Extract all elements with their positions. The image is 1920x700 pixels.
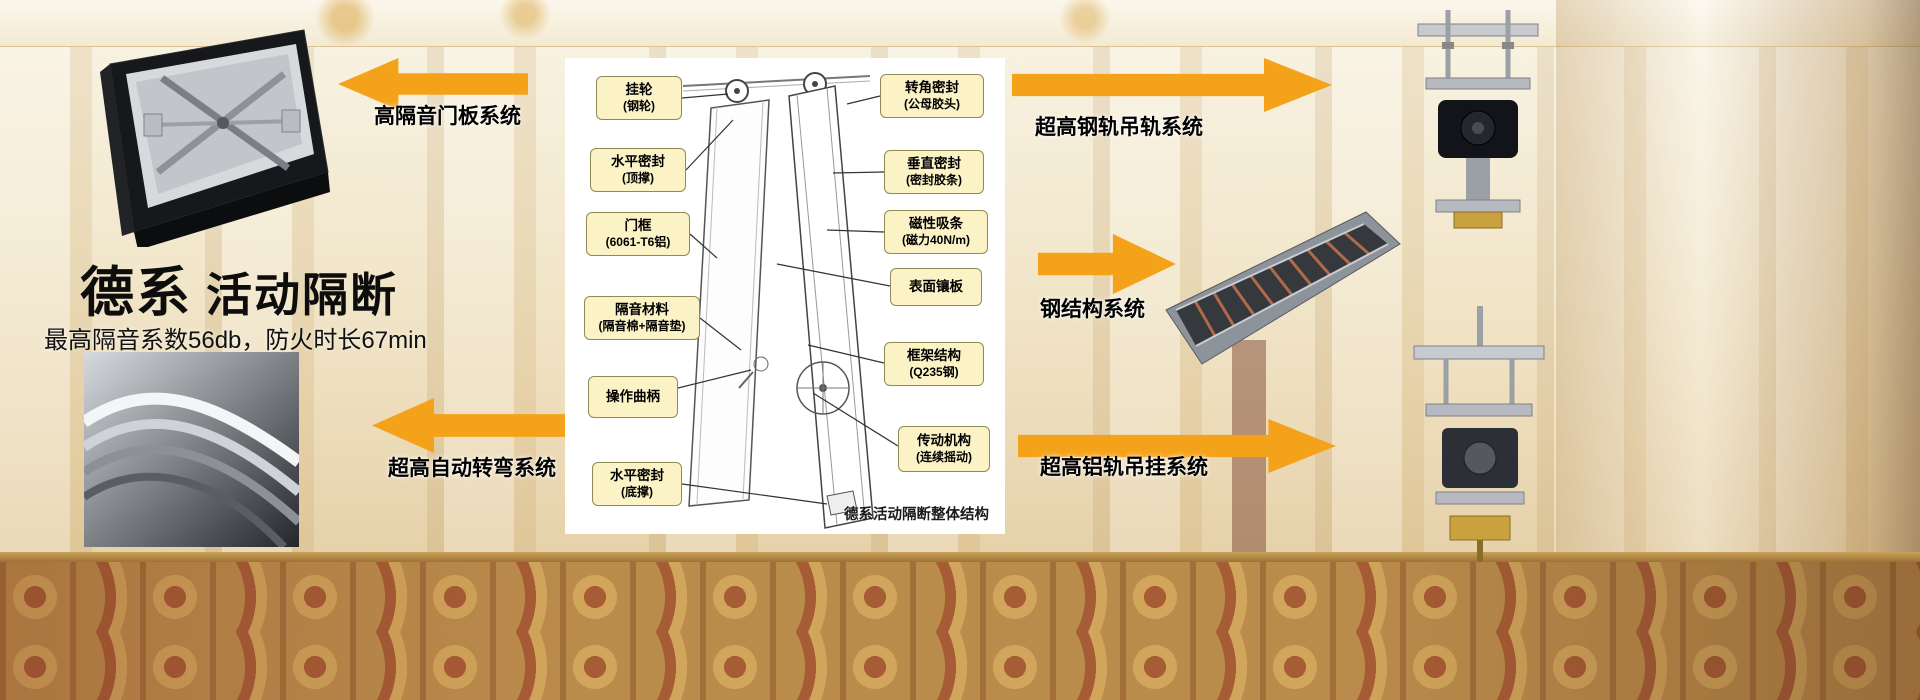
callout-text-line1: 磁性吸条 [909, 216, 963, 232]
patterned-carpet [0, 562, 1920, 700]
right-wall-column [1556, 0, 1920, 562]
arrow-steel-rail-system [1012, 58, 1332, 112]
label-steel-structure-system: 钢结构系统 [1040, 298, 1145, 321]
callout-door-frame: 门框 (6061-T6铝) [586, 212, 690, 256]
callout-text-line2: (隔音棉+隔音垫) [598, 318, 686, 333]
photo-steel-structure [1160, 192, 1405, 377]
callout-text-line2: (公母胶头) [904, 96, 960, 111]
photo-steel-rail-hanger [1390, 8, 1565, 236]
callout-text-line1: 框架结构 [907, 348, 961, 364]
product-title: 德系活动隔断 [80, 248, 398, 327]
callout-transmission-mechanism: 传动机构 (连续摇动) [898, 426, 990, 472]
callout-text-line1: 传动机构 [917, 433, 971, 449]
partition-structure-drawing [677, 72, 899, 529]
callout-text-line2: (磁力40N/m) [901, 232, 970, 247]
callout-text-line2: (密封胶条) [906, 172, 962, 187]
callout-text-line1: 挂轮 [625, 82, 653, 98]
callout-frame-structure: 框架结构 (Q235钢) [884, 342, 984, 386]
callout-hanging-wheel: 挂轮 (钢轮) [596, 76, 682, 120]
callout-text-line1: 垂直密封 [907, 156, 961, 172]
arrow-auto-turning-system [372, 398, 567, 453]
callout-text-line2: (钢轮) [623, 98, 655, 113]
callout-horizontal-seal-top: 水平密封 (顶撑) [590, 148, 686, 192]
label-soundproof-door-system: 高隔音门板系统 [374, 105, 521, 128]
photo-aluminum-rail-hanger [1390, 306, 1570, 562]
callout-text-line2: (6061-T6铝) [605, 234, 671, 249]
callout-text-line1: 隔音材料 [615, 302, 669, 318]
callout-acoustic-material: 隔音材料 (隔音棉+隔音垫) [584, 296, 700, 340]
callout-text-line1: 操作曲柄 [606, 389, 660, 405]
photo-door-panel-mechanism [92, 22, 332, 247]
arrow-steel-structure-system [1038, 234, 1176, 294]
callout-surface-panel: 表面镶板 [890, 268, 982, 306]
callout-text-line2: (连续摇动) [916, 449, 972, 464]
callout-vertical-seal: 垂直密封 (密封胶条) [884, 150, 984, 194]
callout-text-line2: (Q235钢) [909, 364, 959, 379]
arrow-soundproof-door-system [338, 58, 528, 110]
callout-horizontal-seal-bottom: 水平密封 (底撑) [592, 462, 682, 506]
callout-text-line1: 表面镶板 [909, 279, 963, 295]
arrow-aluminum-rail-system [1018, 419, 1336, 473]
callout-corner-seal: 转角密封 (公母胶头) [880, 74, 984, 118]
photo-curved-track [84, 352, 299, 547]
wall-base-trim [0, 552, 1920, 562]
brand-name: 德系 [80, 263, 192, 323]
callout-text-line1: 门框 [624, 218, 652, 234]
callout-text-line1: 水平密封 [610, 468, 664, 484]
product-subtitle: 最高隔音系数56db，防火时长67min [44, 327, 427, 354]
callout-operating-crank: 操作曲柄 [588, 376, 678, 418]
callout-text-line1: 转角密封 [905, 80, 959, 96]
callout-text-line1: 水平密封 [611, 154, 665, 170]
structure-diagram-panel: 挂轮 (钢轮) 水平密封 (顶撑) 门框 (6061-T6铝) 隔音材料 (隔音… [565, 58, 1005, 534]
product-name: 活动隔断 [206, 269, 398, 321]
diagram-caption: 德系活动隔断整体结构 [844, 507, 989, 523]
callout-magnetic-strip: 磁性吸条 (磁力40N/m) [884, 210, 988, 254]
label-aluminum-rail-system: 超高铝轨吊挂系统 [1040, 456, 1208, 479]
callout-text-line2: (底撑) [621, 484, 653, 499]
callout-text-line2: (顶撑) [622, 170, 654, 185]
label-auto-turning-system: 超高自动转弯系统 [388, 457, 556, 480]
label-steel-rail-system: 超高钢轨吊轨系统 [1035, 116, 1203, 139]
